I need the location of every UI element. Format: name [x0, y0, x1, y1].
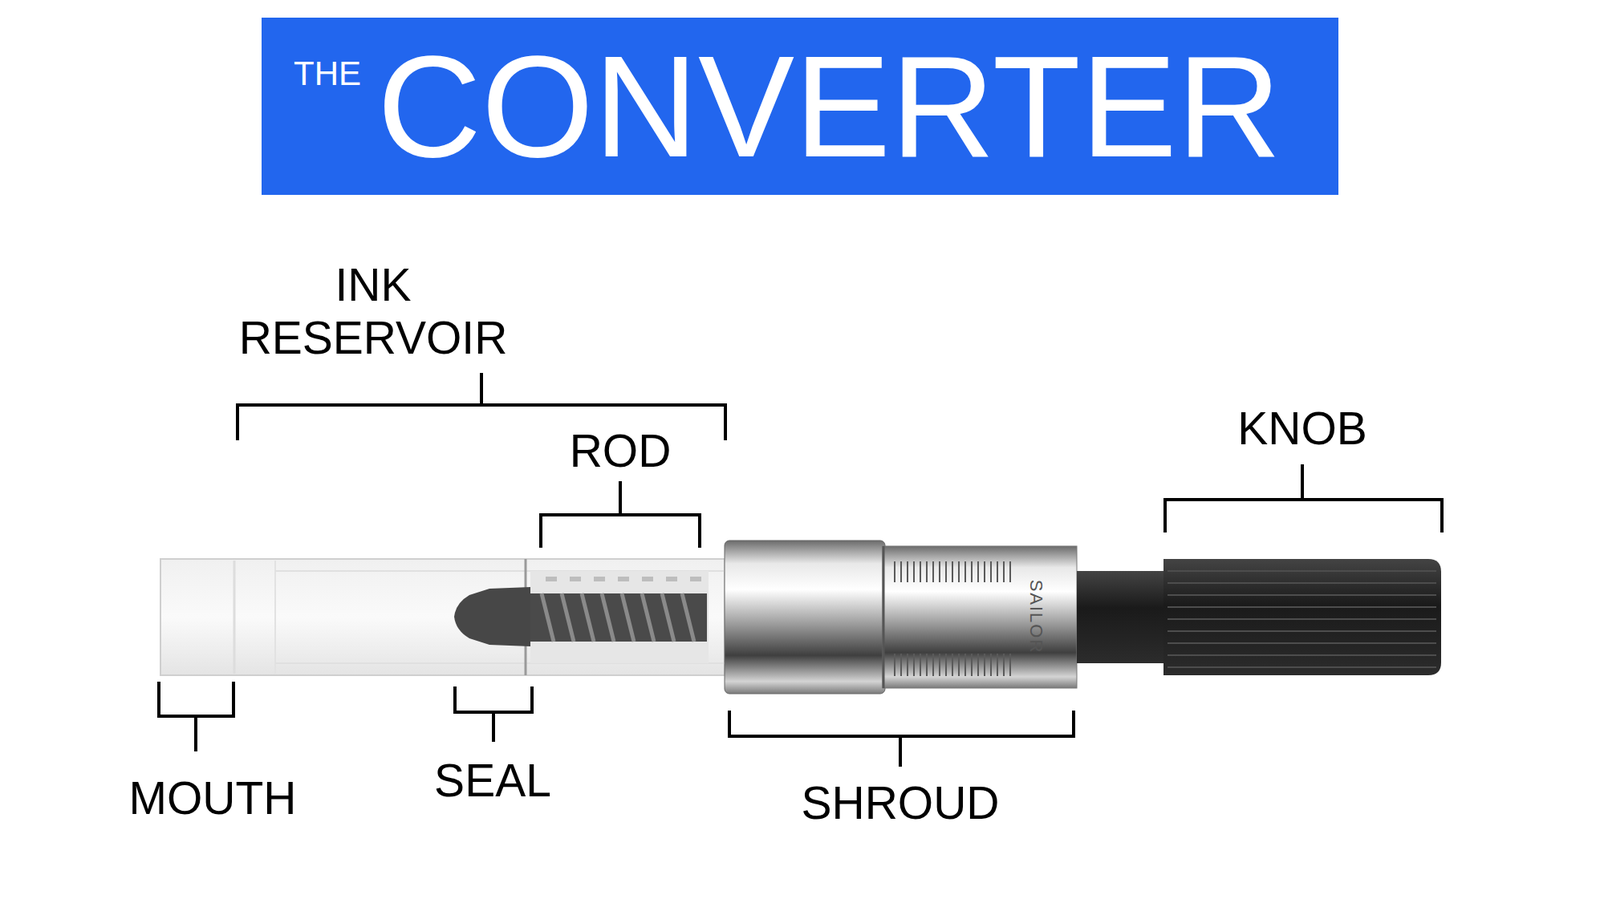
part-label: ROD — [569, 424, 672, 478]
bracket — [540, 481, 700, 549]
bracket — [1165, 464, 1442, 533]
part-label: MOUTH — [129, 771, 297, 825]
title-prefix: THE — [293, 56, 362, 91]
piston-seal — [454, 587, 531, 647]
knob-body — [1076, 559, 1442, 676]
bracket — [158, 682, 234, 752]
title-banner — [261, 17, 1339, 195]
screw-rod — [530, 579, 707, 642]
shroud-body — [724, 540, 1077, 695]
part-label: INK RESERVOIR — [220, 258, 526, 365]
bracket — [454, 686, 532, 743]
part-label: KNOB — [1237, 402, 1368, 455]
brand-mark: SAILOR — [1027, 580, 1045, 655]
part-label: SEAL — [434, 754, 552, 808]
bracket — [729, 710, 1074, 768]
label-brackets — [158, 373, 1442, 768]
converter-tube — [160, 559, 725, 676]
part-label: SHROUD — [800, 776, 999, 830]
title-text: CONVERTER — [377, 34, 1282, 179]
